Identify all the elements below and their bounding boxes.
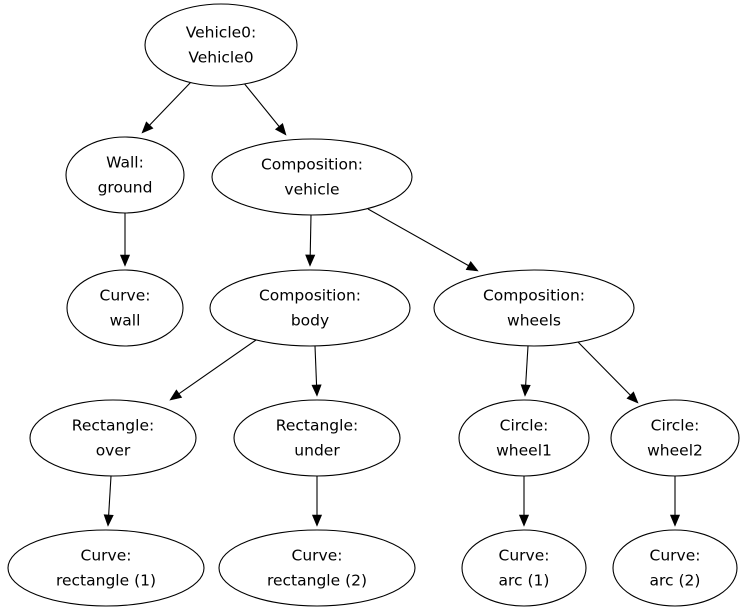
edge-arrowhead xyxy=(520,384,531,397)
graph-node[interactable]: Curve: wall xyxy=(66,269,184,347)
node-label-line1: Rectangle: xyxy=(72,417,154,435)
graph-edge xyxy=(518,476,530,527)
graph-edge xyxy=(119,213,131,267)
graph-node[interactable]: Curve: rectangle (1) xyxy=(7,529,205,607)
graph-node[interactable]: Rectangle: over xyxy=(29,399,197,477)
edges-layer xyxy=(103,81,681,527)
node-label-line2: rectangle (1) xyxy=(56,572,156,590)
edge-arrowhead xyxy=(274,123,287,136)
node-label-line1: Curve: xyxy=(650,547,701,565)
node-ellipse[interactable] xyxy=(66,269,184,347)
node-label-line1: Rectangle: xyxy=(276,417,358,435)
graph-edge xyxy=(311,476,323,527)
edge-arrowhead xyxy=(169,389,183,401)
node-label-line1: Vehicle0: xyxy=(186,24,257,42)
graph-edge xyxy=(367,208,479,272)
edge-arrowhead xyxy=(119,254,131,267)
edge-line xyxy=(177,339,257,395)
node-ellipse[interactable] xyxy=(458,399,590,477)
graph-edge xyxy=(311,345,322,397)
graph-node[interactable]: Composition: vehicle xyxy=(211,138,413,216)
edge-line xyxy=(148,81,192,127)
graph-edge xyxy=(669,476,681,527)
graph-edge xyxy=(576,340,639,404)
edge-arrowhead xyxy=(305,254,316,267)
graph-edge xyxy=(103,475,114,527)
nodes-layer: Vehicle0:Vehicle0Wall:groundComposition:… xyxy=(7,3,740,607)
graph-edge xyxy=(305,214,316,267)
graph-node[interactable]: Curve: arc (2) xyxy=(612,529,738,607)
node-label-line2: wheel2 xyxy=(647,442,703,460)
node-label-line1: Composition: xyxy=(483,287,585,305)
node-ellipse[interactable] xyxy=(65,136,185,214)
node-label-line2: body xyxy=(291,312,329,330)
graph-node[interactable]: Circle: wheel2 xyxy=(610,399,740,477)
edge-line xyxy=(108,475,112,516)
node-label-line2: rectangle (2) xyxy=(267,572,367,590)
edge-arrowhead xyxy=(669,514,681,527)
edge-arrowhead xyxy=(626,391,639,404)
graph-node[interactable]: Curve: arc (1) xyxy=(461,529,587,607)
node-ellipse[interactable] xyxy=(612,529,738,607)
graph-node[interactable]: Curve: rectangle (2) xyxy=(218,529,416,607)
edge-line xyxy=(576,340,632,397)
node-ellipse[interactable] xyxy=(461,529,587,607)
edge-arrowhead xyxy=(311,384,322,397)
node-label-line1: Circle: xyxy=(500,417,549,435)
edge-line xyxy=(242,81,281,128)
node-label-line1: Curve: xyxy=(292,547,343,565)
node-label-line1: Composition: xyxy=(261,156,363,174)
graph-node[interactable]: Circle: wheel1 xyxy=(458,399,590,477)
node-ellipse[interactable] xyxy=(211,138,413,216)
node-label-line2: wall xyxy=(110,312,141,330)
node-label-line1: Composition: xyxy=(259,287,361,305)
node-ellipse[interactable] xyxy=(233,399,401,477)
node-ellipse[interactable] xyxy=(610,399,740,477)
node-ellipse[interactable] xyxy=(7,529,205,607)
node-label-line1: Curve: xyxy=(81,547,132,565)
edge-line xyxy=(309,214,312,256)
edge-line xyxy=(314,345,318,386)
node-label-line2: arc (2) xyxy=(650,572,701,590)
graph-node[interactable]: Composition: wheels xyxy=(433,269,635,347)
graph-node[interactable]: Vehicle0: Vehicle0 xyxy=(144,3,298,87)
edge-arrowhead xyxy=(518,514,530,527)
graph-edge xyxy=(169,339,257,401)
node-label-line2: wheel1 xyxy=(496,442,552,460)
node-label-line2: arc (1) xyxy=(499,572,550,590)
node-label-line1: Curve: xyxy=(100,287,151,305)
edge-line xyxy=(525,345,529,386)
node-ellipse[interactable] xyxy=(218,529,416,607)
graph-node[interactable]: Rectangle: under xyxy=(233,399,401,477)
edge-arrowhead xyxy=(311,514,323,527)
node-label-line2: wheels xyxy=(507,312,561,330)
edge-arrowhead xyxy=(465,261,479,272)
node-ellipse[interactable] xyxy=(29,399,197,477)
graph-edge xyxy=(242,81,287,136)
edge-line xyxy=(367,208,470,267)
graph-node[interactable]: Composition: body xyxy=(209,269,411,347)
node-label-line1: Curve: xyxy=(499,547,550,565)
node-label-line1: Wall: xyxy=(106,154,144,172)
graph-edge xyxy=(141,81,192,134)
node-label-line2: Vehicle0 xyxy=(188,49,253,67)
node-ellipse[interactable] xyxy=(209,269,411,347)
graph-node[interactable]: Wall: ground xyxy=(65,136,185,214)
node-label-line2: vehicle xyxy=(284,181,339,199)
node-label-line1: Circle: xyxy=(651,417,700,435)
edge-arrowhead xyxy=(103,514,114,527)
node-label-line2: over xyxy=(96,442,131,460)
node-label-line2: under xyxy=(294,442,340,460)
graph-edge xyxy=(520,345,531,397)
node-ellipse[interactable] xyxy=(144,3,298,87)
edge-arrowhead xyxy=(141,121,154,134)
node-ellipse[interactable] xyxy=(433,269,635,347)
node-label-line2: ground xyxy=(98,179,153,197)
